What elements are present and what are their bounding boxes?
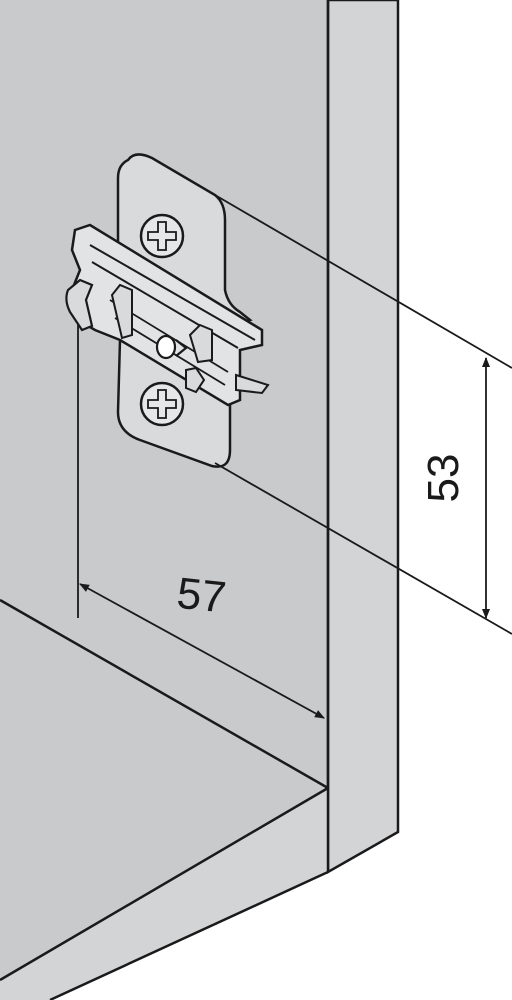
screw-head bbox=[139, 213, 185, 259]
plate-center-rail bbox=[70, 223, 264, 407]
bottom-panel-front-edge bbox=[0, 788, 328, 1000]
plate-tab bbox=[110, 283, 133, 340]
bottom-front-line bbox=[0, 786, 329, 982]
phillips-cross-icon bbox=[147, 389, 177, 419]
plate-tab bbox=[185, 366, 206, 394]
lower-screw bbox=[139, 381, 185, 427]
extension-line-bottom bbox=[214, 462, 512, 635]
extension-line-top bbox=[214, 194, 512, 369]
upper-screw bbox=[139, 213, 185, 259]
dimension-label-53: 53 bbox=[419, 454, 468, 503]
rail-detail-line bbox=[89, 244, 256, 341]
screw-head bbox=[139, 381, 185, 427]
rail-detail-line bbox=[91, 261, 239, 349]
plate-pin bbox=[235, 373, 270, 395]
plate-tab bbox=[188, 323, 213, 364]
adjustment-chevron bbox=[175, 339, 188, 357]
dimension-line-horizontal bbox=[79, 583, 325, 719]
panel-front-edge bbox=[326, 0, 400, 875]
plate-clip bbox=[65, 278, 94, 332]
phillips-cross-icon bbox=[147, 221, 177, 251]
dimension-label-57: 57 bbox=[175, 569, 229, 623]
adjustment-hole bbox=[155, 334, 177, 360]
plate-upper-wing bbox=[116, 153, 253, 332]
bottom-lower-line bbox=[49, 870, 329, 1000]
